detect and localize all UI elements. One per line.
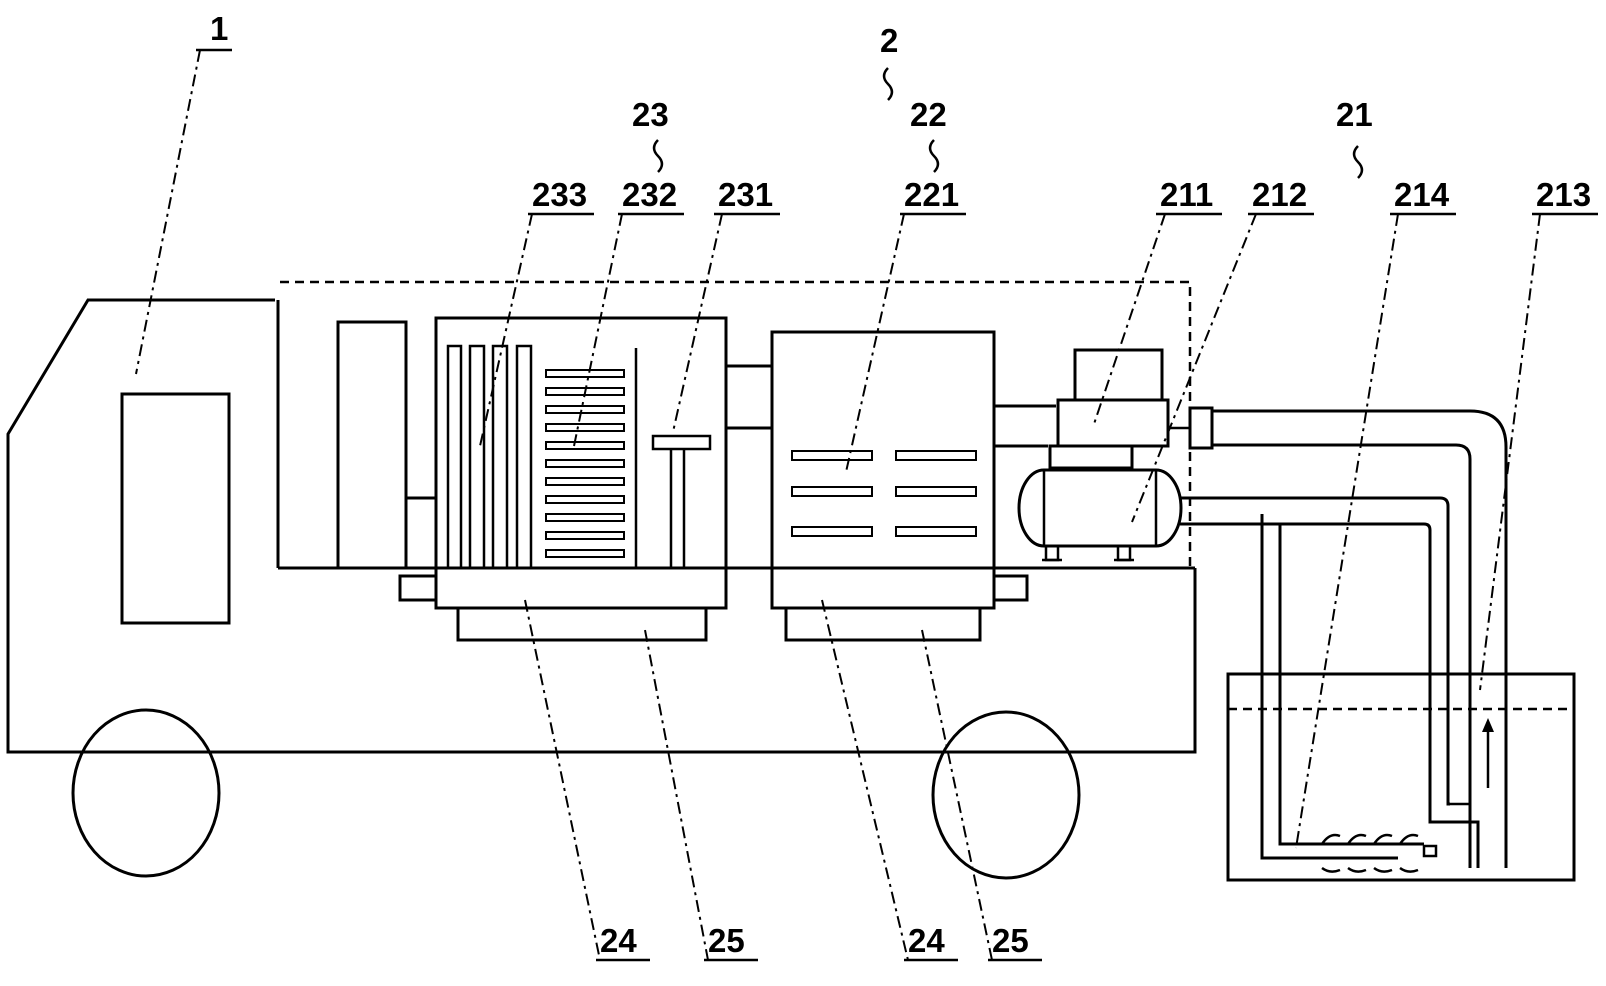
filter-housing	[434, 316, 728, 610]
label-211: 211	[1160, 176, 1213, 213]
leader-212	[1131, 213, 1257, 523]
leader-25-left	[644, 629, 709, 961]
pipes	[1180, 409, 1508, 868]
leader-231	[672, 213, 723, 433]
box-22	[770, 330, 1029, 642]
vent-slot	[895, 526, 977, 537]
label-21: 21	[1336, 96, 1373, 133]
label-25-left: 25	[708, 922, 745, 959]
pipe-213-inner	[1212, 443, 1472, 868]
rear-wheel	[931, 710, 1081, 880]
tilde-21	[1352, 145, 1364, 179]
pipe-214-outer	[1260, 514, 1398, 860]
leader-24-right	[821, 599, 909, 961]
vent-slot	[895, 486, 977, 497]
base-24-right	[770, 566, 996, 610]
flow-arrow-head	[1482, 718, 1494, 732]
base-24-left-tab	[398, 574, 438, 602]
leader-232	[573, 213, 623, 447]
pipe-coupling	[1188, 406, 1214, 450]
bubble-jets	[1320, 833, 1419, 873]
label-1: 1	[210, 10, 228, 47]
leader-25-right	[921, 629, 993, 961]
label-2: 2	[880, 22, 898, 59]
filter-plate	[515, 344, 533, 568]
label-233: 233	[532, 176, 587, 213]
base-24-right-tab	[992, 574, 1029, 602]
base-24-left	[434, 566, 728, 610]
label-214: 214	[1394, 176, 1450, 213]
leader-233	[479, 213, 533, 447]
filter-plate	[446, 344, 463, 568]
vent-slot	[895, 450, 977, 461]
label-22: 22	[910, 96, 947, 133]
pipe-loop-outer	[1180, 496, 1450, 806]
pump-assembly	[1017, 348, 1214, 562]
leader-213	[1479, 213, 1541, 691]
filter-plate	[491, 344, 509, 568]
label-24-right: 24	[908, 922, 945, 959]
pump-211	[1056, 398, 1170, 448]
tilde-23	[652, 139, 664, 173]
side-panel	[336, 320, 408, 570]
system-boundary	[280, 280, 1192, 568]
vent-slot	[791, 450, 873, 461]
tank-foot	[1116, 544, 1132, 562]
label-231: 231	[718, 176, 773, 213]
filter-box-23	[336, 316, 728, 642]
pipe-213-outer	[1212, 409, 1508, 868]
tilde-marks	[652, 67, 1364, 179]
pipe-loop-inner	[1180, 522, 1480, 868]
truck-window	[120, 392, 231, 625]
truck-cab-outline	[6, 298, 1197, 754]
part-231-plate	[651, 434, 712, 451]
leader-1	[135, 49, 201, 375]
label-221: 221	[904, 176, 959, 213]
filter-plate	[468, 344, 486, 568]
base-25-right	[784, 606, 982, 642]
front-wheel	[71, 708, 221, 878]
leader-lines	[135, 49, 1541, 961]
nozzle-tip	[1422, 844, 1438, 858]
label-24-left: 24	[600, 922, 637, 959]
pump-top	[1073, 348, 1164, 402]
vent-slot	[791, 486, 873, 497]
label-23: 23	[632, 96, 669, 133]
pump-neck	[1048, 444, 1134, 470]
label-25-right: 25	[992, 922, 1029, 959]
leader-221	[845, 213, 905, 473]
leader-214	[1295, 213, 1399, 849]
tank-foot	[1044, 544, 1060, 562]
leader-211	[1093, 213, 1166, 425]
water-tank	[1226, 672, 1576, 882]
reference-labels: 1 2 23 22 21 233 232 231 221 211 212 214…	[196, 10, 1598, 962]
label-232: 232	[622, 176, 677, 213]
filter-slats	[545, 369, 625, 558]
tilde-22	[928, 139, 940, 173]
water-tank-body	[1226, 672, 1576, 882]
base-25-left	[456, 606, 708, 642]
pipe-214-inner	[1278, 524, 1424, 846]
leader-24-left	[524, 599, 601, 961]
label-212: 212	[1252, 176, 1307, 213]
truck	[6, 298, 1197, 880]
label-213: 213	[1536, 176, 1591, 213]
tilde-2	[882, 67, 894, 101]
vent-slot	[791, 526, 873, 537]
